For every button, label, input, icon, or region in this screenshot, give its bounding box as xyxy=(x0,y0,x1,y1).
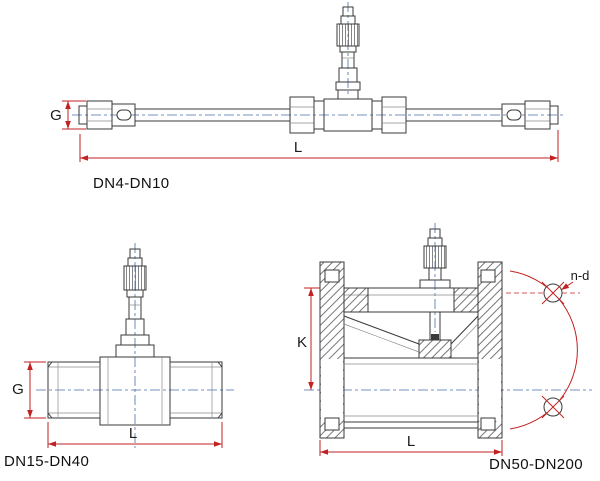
center-body xyxy=(289,89,407,134)
right-fitting xyxy=(405,100,559,130)
bolt-circle-detail: n-d xyxy=(506,268,590,430)
dim-label-g-bottom-left: G xyxy=(12,381,24,398)
threaded-meter-body xyxy=(47,356,223,426)
dimension-l-bottom-right: L xyxy=(319,433,503,456)
dimension-g-bottom-left: G xyxy=(12,361,46,419)
view-dn15-dn40: G L DN15-DN40 xyxy=(4,243,234,470)
caption-dn15-dn40: DN15-DN40 xyxy=(4,453,89,470)
dimension-l-top: L xyxy=(79,130,559,162)
caption-dn50-dn200: DN50-DN200 xyxy=(489,456,583,473)
dim-label-g-top: G xyxy=(50,107,62,124)
sensor-stack-flanged-view xyxy=(423,228,447,281)
sensor-stack-top-view xyxy=(335,6,361,91)
dim-label-n-d: n-d xyxy=(571,268,590,283)
view-dn50-dn200: n-d K L DN50-DN200 xyxy=(297,223,592,473)
flanged-meter-body xyxy=(319,261,503,439)
caption-dn4-dn10: DN4-DN10 xyxy=(93,175,170,192)
dim-label-l-top: L xyxy=(294,139,302,156)
sensor-stack-threaded-view xyxy=(115,248,155,358)
dimension-l-bottom-left: L xyxy=(47,422,223,448)
dim-label-k: K xyxy=(297,334,307,351)
dimension-g-top: G xyxy=(50,100,86,130)
dim-label-l-bottom-left: L xyxy=(129,425,137,442)
dimension-k: K xyxy=(297,287,320,390)
dim-label-l-bottom-right: L xyxy=(407,433,415,450)
view-dn4-dn10: G L DN4-DN10 xyxy=(50,2,566,192)
